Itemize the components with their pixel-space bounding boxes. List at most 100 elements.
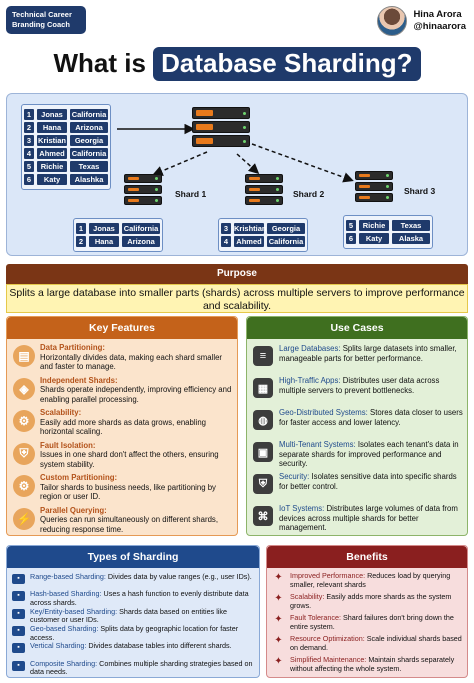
use-case-text: Large Databases: Splits large datasets i…	[279, 344, 463, 363]
feature-desc: Queries can run simultaneously on differ…	[40, 515, 218, 534]
row-state: California	[70, 109, 108, 120]
row-id: 4	[24, 148, 34, 159]
sharding-type-item: ▪Geo-based Sharding: Splits data by geog…	[12, 623, 255, 643]
badge-line-2: Branding Coach	[12, 20, 70, 29]
feature-title: Scalability:	[40, 408, 82, 417]
use-case-item: ⛨Security: Isolates sensitive data into …	[253, 472, 463, 494]
row-state: Alaska	[392, 233, 430, 244]
row-name: Hana	[37, 122, 67, 133]
row-id: 5	[346, 220, 356, 231]
row-name: Jonas	[89, 223, 119, 234]
sharding-type-title: Vertical Sharding:	[30, 641, 89, 651]
row-name: Ahmed	[37, 148, 67, 159]
row-name: Krishtian	[234, 223, 267, 234]
sharding-type-text: Geo-based Sharding: Splits data by geogr…	[30, 623, 255, 643]
row-id: 3	[221, 223, 231, 234]
sharding-type-text: Key/Entity-based Sharding: Shards data b…	[30, 607, 255, 626]
benefit-item: ✦ Fault Tolerance: Shard failures don't b…	[272, 613, 463, 632]
shard-1-label: Shard 1	[175, 189, 207, 199]
row-name: Jonas	[37, 109, 67, 120]
row-id: 4	[221, 236, 231, 247]
feature-desc: Tailor shards to business needs, like pa…	[40, 482, 216, 502]
benefit-text: Scalability: Easily adds more shards as …	[290, 592, 463, 611]
row-state: California	[267, 236, 305, 247]
benefit-item: ✦Simplified Maintenance: Maintain shards…	[272, 655, 463, 674]
key-features-heading: Key Features	[7, 317, 237, 339]
row-state: Texas	[70, 161, 108, 172]
benefit-title: Fault Tolerance:	[290, 613, 344, 622]
sharding-type-item: ▪Composite Sharding: Combines multiple s…	[12, 658, 255, 678]
benefit-text: Improved Performance: Reduces load by qu…	[290, 571, 463, 590]
benefit-desc: Scale individual shards based on demand.	[290, 634, 462, 652]
badge-line-1: Technical Career	[12, 10, 72, 19]
row-name: Ahmed	[234, 236, 264, 247]
use-case-item: ▣Multi-Tenant Systems: Isolates each ten…	[253, 440, 463, 469]
benefit-icon: ✦	[274, 593, 283, 604]
page-title: What is Database Sharding?	[0, 47, 474, 81]
feature-item: ◈Independent Shards:Shards operate indep…	[13, 376, 233, 405]
settings-icon: ⚙	[13, 475, 35, 497]
row-name: Katy	[37, 174, 67, 185]
benefits-heading: Benefits	[267, 546, 467, 568]
shard-3-label: Shard 3	[404, 186, 436, 196]
feature-title: Custom Partitioning:	[40, 473, 118, 482]
sharding-type-icon: ▪	[12, 608, 25, 619]
sharding-type-desc: Divides data by value ranges (e.g., user…	[107, 572, 252, 581]
row-name: Richie	[37, 161, 67, 172]
feature-title: Parallel Querying:	[40, 505, 107, 515]
sharding-type-text: Composite Sharding: Combines multiple sh…	[30, 658, 255, 678]
types-panel: Types of Sharding ▪ Range-based Sharding:…	[6, 545, 260, 678]
sharding-type-title: Hash-based Sharding:	[30, 589, 104, 599]
use-case-text: Geo-Distributed Systems: Stores data clo…	[279, 408, 463, 427]
shard-3-server-icon	[355, 171, 393, 204]
sharding-type-desc: Divides database tables into different s…	[88, 641, 232, 651]
row-name: Kristian	[37, 135, 67, 146]
benefit-item: ✦Improved Performance: Reduces load by q…	[272, 571, 463, 590]
sharding-type-text: Range-based Sharding: Divides data by va…	[30, 572, 252, 582]
use-case-item: ▦High-Traffic Apps: Distributes user dat…	[253, 376, 463, 398]
types-heading: Types of Sharding	[7, 546, 259, 568]
partition-icon: ▤	[13, 345, 35, 367]
author-block: Hina Arora @hinaarora	[377, 6, 466, 36]
row-id: 6	[346, 233, 356, 244]
use-case-title: Geo-Distributed Systems:	[279, 408, 370, 417]
sharding-type-desc: Splits data by geographic location for f…	[30, 623, 239, 642]
sharding-type-title: Range-based Sharding:	[30, 572, 108, 581]
use-cases-panel: Use Cases ≡Large Databases: Splits large…	[246, 316, 468, 536]
benefit-title: Scalability:	[290, 592, 327, 601]
avatar	[377, 6, 408, 36]
sharding-type-text: Hash-based Sharding: Uses a hash functio…	[30, 589, 255, 608]
feature-desc: Horizontally divides data, making each s…	[40, 352, 223, 372]
sharding-type-item: ▪ Key/Entity-based Sharding: Shards data …	[12, 607, 255, 626]
use-case-title: High-Traffic Apps:	[279, 376, 343, 385]
row-state: Georgia	[267, 223, 305, 234]
coach-badge: Technical Career Branding Coach	[6, 6, 86, 34]
sharding-type-text: Vertical Sharding: Divides database tabl…	[30, 641, 232, 651]
iot-icon: ⌘	[253, 506, 273, 526]
benefit-text: Fault Tolerance: Shard failures don't br…	[290, 613, 463, 632]
use-case-desc: Isolates each tenant's data in separate …	[279, 440, 459, 469]
row-name: Richie	[359, 220, 389, 231]
sharding-type-icon: ▪	[12, 643, 25, 654]
feature-desc: Issues in one shard don't affect the oth…	[40, 450, 219, 469]
author-name: Hina Arora	[413, 9, 462, 20]
shield-icon: ⛨	[13, 442, 35, 465]
row-state: California	[122, 223, 160, 234]
benefits-panel: Benefits ✦Improved Performance: Reduces …	[266, 545, 468, 678]
sharding-type-item: ▪Hash-based Sharding: Uses a hash functi…	[12, 589, 255, 608]
row-state: California	[70, 148, 108, 159]
row-id: 3	[24, 135, 34, 146]
benefit-text: Resource Optimization: Scale individual …	[290, 634, 463, 653]
purpose-heading: Purpose	[6, 264, 468, 284]
feature-text: Custom Partitioning:Tailor shards to bus…	[40, 473, 233, 502]
use-case-text: Multi-Tenant Systems: Isolates each tena…	[279, 440, 463, 469]
sharding-type-title: Composite Sharding:	[30, 658, 100, 668]
benefit-icon: ✦	[274, 614, 283, 625]
use-case-desc: Splits large datasets into smaller, mana…	[279, 344, 457, 363]
